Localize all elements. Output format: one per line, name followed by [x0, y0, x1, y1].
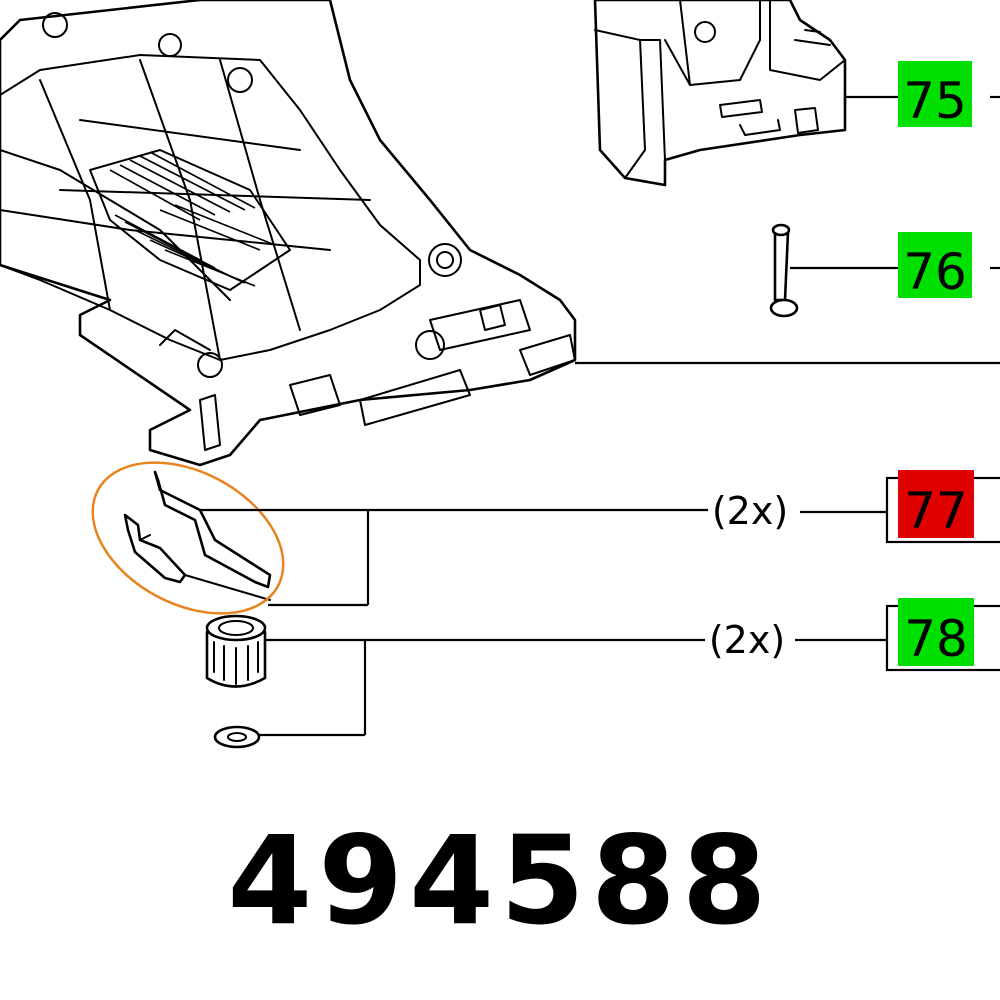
part-label-77[interactable]: 77 [898, 470, 974, 540]
part-label-bg [898, 61, 972, 127]
part-label-bg [898, 470, 974, 538]
part-label-75-text: 75 [903, 72, 967, 130]
clip-part-77 [123, 470, 272, 601]
part-label-76-text: 76 [903, 243, 967, 301]
part-label-78-text: 78 [904, 610, 968, 668]
part-label-77-text: 77 [904, 482, 968, 540]
part-label-76[interactable]: 76 [898, 232, 972, 301]
pin-part-76 [769, 223, 799, 318]
part-label-bg [898, 232, 972, 298]
bracket-part-75 [593, 0, 847, 187]
base-plate-part [0, 0, 577, 467]
part-label-75[interactable]: 75 [898, 61, 972, 130]
quantity-label-77: (2x) [712, 489, 788, 533]
leader-lines [200, 95, 1000, 737]
part-label-bg [898, 598, 974, 666]
knob-part-78 [205, 614, 267, 749]
part-label-78[interactable]: 78 [898, 598, 974, 668]
part-number: 494588 [227, 810, 773, 952]
highlight-ellipse [91, 461, 285, 615]
quantity-label-78: (2x) [709, 618, 785, 662]
